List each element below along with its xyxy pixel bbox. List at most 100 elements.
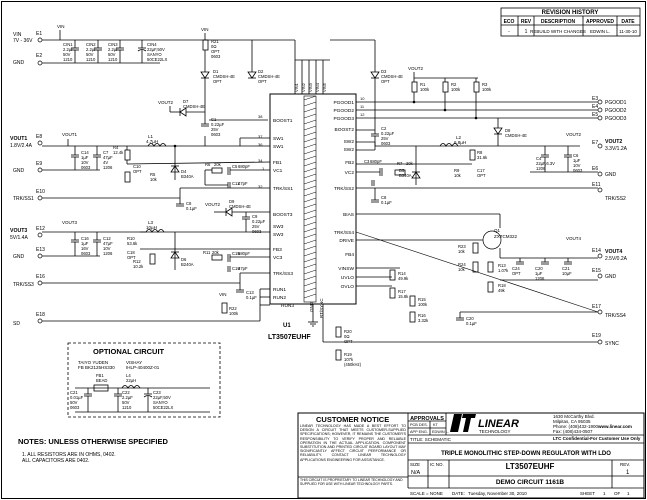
sd-label: SD	[13, 321, 20, 327]
e12-ref: E12	[36, 226, 45, 232]
pin-run1: RUN1	[273, 287, 286, 293]
linear-logo: LINEAR TECHNOLOGY	[450, 414, 519, 434]
svg-text:VOUT3: VOUT3	[62, 220, 78, 225]
trk1-label: TRK/SS1	[13, 196, 34, 202]
svg-text:VOUT2: VOUT2	[205, 202, 221, 207]
schematic-title: TRIPLE MONOLITHIC STEP-DOWN REGULATOR WI…	[441, 451, 611, 457]
gnd-top-label: GND	[13, 60, 25, 66]
company-web: www.linear.com	[597, 424, 632, 429]
pin-pgood1: PGOOD1	[333, 100, 354, 106]
e13-ref: E13	[36, 247, 45, 253]
gnd4-label: GND	[605, 274, 617, 280]
sync-label: SYNC	[605, 341, 619, 347]
pin-trkss1: TRK/SS1	[273, 186, 293, 192]
svg-text:VIN5: VIN5	[322, 82, 327, 92]
notice-footer: THIS CIRCUIT IS PROPRIETARY TO LINEAR TE…	[300, 478, 403, 486]
e8-ref: E8	[36, 134, 42, 140]
rev-header-eco: ECO	[504, 19, 515, 25]
date-label: DATE:	[452, 491, 465, 496]
svg-text:VOUT4: VOUT4	[566, 236, 582, 241]
pin-vc1: VC1	[273, 168, 283, 174]
vout3-label: VOUT3	[10, 228, 27, 234]
pgood1-label: PGOOD1	[605, 100, 627, 106]
rev-date: 11-30-10	[619, 29, 637, 34]
pin-sw3b: SW3	[273, 232, 284, 238]
e7-ref: E7	[592, 140, 598, 146]
e9-ref: E9	[36, 161, 42, 167]
svg-text:VIN4: VIN4	[315, 82, 320, 92]
gnd-top-terminal	[37, 60, 43, 66]
of-value: 1	[627, 491, 630, 496]
notes-line-2: ALL CAPACITORS ARE 0402.	[22, 458, 89, 464]
approvals-title: APPROVALS	[410, 416, 444, 422]
sync-ref: E19	[592, 333, 601, 339]
c15-text: C15680pF	[232, 251, 250, 256]
pin-run3: RUN3	[281, 303, 294, 309]
ic-ref: U1	[283, 323, 291, 329]
vout4-spec: 2.5V/0.2A	[605, 256, 628, 262]
svg-text:VIN2: VIN2	[301, 82, 306, 92]
svg-text:37: 37	[258, 134, 263, 139]
svg-text:VOUT2: VOUT2	[408, 66, 424, 71]
pin-sw3a: SW3	[273, 224, 284, 230]
company-name: LINEAR	[478, 418, 519, 430]
e16-ref: E16	[36, 274, 45, 280]
notes: NOTES: UNLESS OTHERWISE SPECIFIED 1. ALL…	[18, 437, 168, 464]
rev-value: 1	[626, 470, 630, 476]
optional-maker2-part: IHLP-40400Z-01	[126, 365, 160, 370]
pin-sw2b: SW2	[344, 147, 355, 153]
e2-ref: E2	[36, 53, 42, 59]
e11-ref: E11	[592, 182, 601, 188]
svg-text:1: 1	[262, 166, 265, 171]
e5-ref: E5	[592, 112, 598, 118]
notice-body: LINEAR TECHNOLOGY HAS MADE A BEST EFFORT…	[300, 424, 406, 462]
pin-fb4: FB4	[345, 252, 354, 258]
pin-rtsync: RT/SYNC	[319, 298, 324, 318]
optional-maker1: TAIYO YUDEN	[78, 360, 108, 365]
gnd2-label: GND	[605, 172, 617, 178]
of-label: OF	[614, 491, 621, 496]
svg-text:VIN: VIN	[201, 27, 209, 32]
vin-label: VIN	[13, 32, 22, 38]
e4-ref: E4	[592, 104, 598, 110]
date-value: Tuesday, November 30, 2010	[468, 491, 527, 496]
svg-text:10: 10	[360, 96, 365, 101]
sheet-label: SHEET	[580, 491, 595, 496]
optional-circuit: OPTIONAL CIRCUIT TAIYO YUDEN FB BK2125HS…	[67, 342, 221, 418]
c19-text: C1947pF	[232, 266, 248, 271]
pin-bias: BIAS	[343, 212, 354, 218]
size-value: N/A	[411, 470, 421, 476]
rev-header-rev: REV	[521, 19, 532, 25]
